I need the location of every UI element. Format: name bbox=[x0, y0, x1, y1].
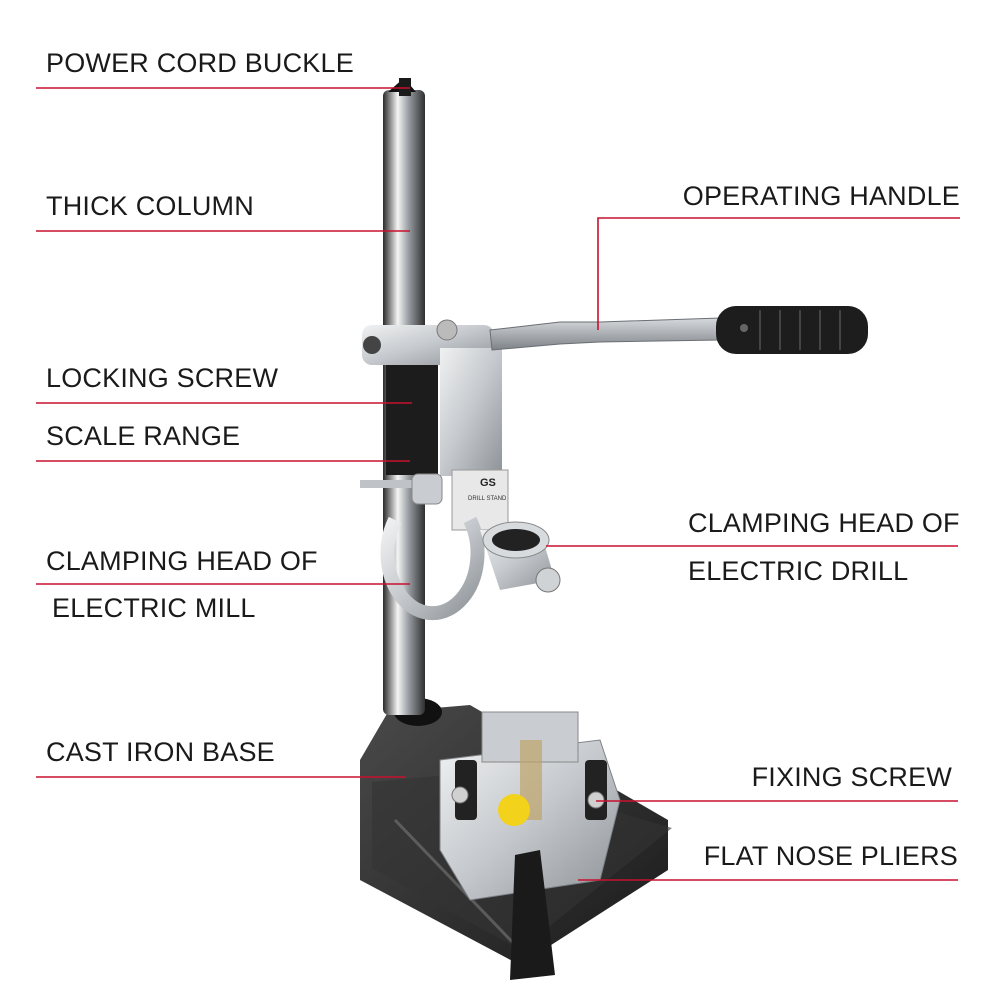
label-electric-mill-line1: CLAMPING HEAD OF bbox=[46, 546, 318, 576]
label-flat-nose-pliers: FLAT NOSE PLIERS bbox=[703, 841, 958, 871]
drill-stand-plate-text: DRILL STAND bbox=[468, 496, 507, 502]
flat-nose-pliers-vise bbox=[439, 711, 621, 980]
label-locking-screw: LOCKING SCREW bbox=[46, 363, 279, 393]
label-operating-handle: OPERATING HANDLE bbox=[682, 181, 960, 211]
label-electric-mill-line2: ELECTRIC MILL bbox=[52, 593, 256, 623]
label-power-cord-buckle: POWER CORD BUCKLE bbox=[46, 48, 354, 78]
electric-mill-clamp bbox=[360, 473, 485, 621]
yellow-knob bbox=[498, 794, 530, 826]
label-electric-drill-line1: CLAMPING HEAD OF bbox=[688, 508, 960, 538]
label-scale-range: SCALE RANGE bbox=[46, 421, 241, 451]
label-electric-drill-line2: ELECTRIC DRILL bbox=[688, 556, 909, 586]
leader-operating-handle bbox=[597, 217, 960, 330]
vise-handle bbox=[510, 850, 555, 980]
label-fixing-screw: FIXING SCREW bbox=[751, 762, 952, 792]
leader-lines bbox=[36, 87, 960, 881]
carriage-block: GS DRILL STAND bbox=[362, 319, 509, 531]
label-cast-iron-base: CAST IRON BASE bbox=[46, 737, 275, 767]
label-thick-column: THICK COLUMN bbox=[46, 191, 254, 221]
electric-drill-clamp bbox=[480, 521, 561, 593]
operating-handle bbox=[489, 306, 868, 354]
gs-badge: GS bbox=[480, 477, 496, 489]
